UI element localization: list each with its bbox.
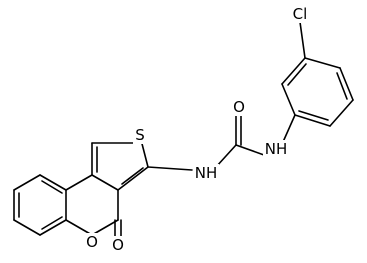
- bond: [304, 57, 341, 69]
- atom-label-NH-right: NH: [265, 140, 288, 158]
- atom-label-Cl: Cl: [293, 5, 308, 23]
- bond: [294, 114, 331, 127]
- bond: [235, 144, 265, 156]
- bond: [339, 67, 354, 101]
- bond: [121, 167, 144, 185]
- atom-O-urea: O: [232, 98, 246, 116]
- bond: [299, 21, 306, 59]
- bond: [281, 83, 296, 116]
- bond: [282, 114, 296, 143]
- atom-Cl: Cl: [288, 5, 312, 23]
- bond: [41, 216, 63, 230]
- atom-NH-left: NH: [193, 164, 219, 182]
- atom-label-O-ring: O: [86, 233, 98, 251]
- atom-label-O-lactone: O: [112, 236, 124, 254]
- bond: [298, 110, 329, 121]
- bond: [39, 219, 67, 236]
- bond: [91, 174, 119, 191]
- atom-label-NH-left: NH: [195, 164, 218, 182]
- bond: [215, 144, 237, 168]
- atom-label-S: S: [135, 126, 145, 144]
- bond-layer: [13, 21, 354, 239]
- bond: [91, 219, 119, 236]
- atom-O-ring: O: [85, 233, 99, 251]
- bond: [65, 174, 93, 191]
- bond: [13, 174, 41, 191]
- bond: [329, 99, 354, 127]
- bond: [65, 219, 93, 236]
- atom-label-O-urea: O: [233, 98, 245, 116]
- bond: [147, 166, 193, 171]
- bond: [13, 219, 41, 236]
- atom-NH-right: NH: [263, 140, 289, 158]
- atom-O-lactone: O: [111, 236, 125, 254]
- bond: [41, 180, 63, 194]
- atom-S: S: [133, 126, 147, 144]
- bond: [39, 174, 67, 191]
- bond: [336, 72, 348, 100]
- bond: [281, 57, 306, 85]
- bond: [117, 166, 149, 191]
- atom-label-layer: S O NH NH Cl O O: [85, 5, 312, 254]
- bond: [287, 63, 307, 86]
